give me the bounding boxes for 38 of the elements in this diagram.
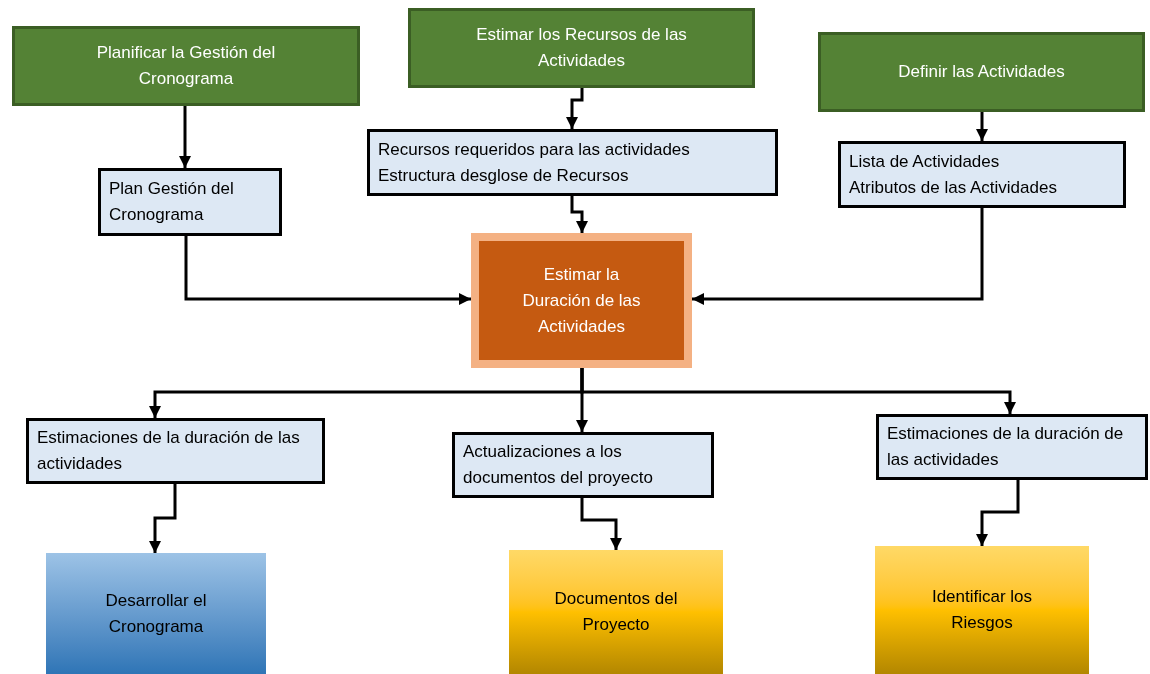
document-box [452,432,714,498]
arrow [184,236,471,305]
arrow [976,480,1020,546]
arrow [566,88,584,129]
arrow [570,196,588,233]
arrow [179,106,191,168]
box-text: Atributos de las Actividades [849,176,1057,199]
document-box [367,129,778,196]
box-text: Desarrollar el Cronograma [104,589,208,638]
output-process-box [875,546,1089,674]
box-text: Plan Gestión del Cronograma [109,178,235,226]
arrow [149,484,177,553]
central-process-box [471,233,692,368]
output-process-box [46,553,266,674]
box-text: Estructura desglose de Recursos [378,164,629,187]
arrow [580,368,1016,414]
arrow [692,208,984,305]
box-text: Actualizaciones a los documentos del proyecto [463,441,654,489]
box-text: Recursos requeridos para las actividades [378,138,690,161]
box-text: Documentos del Proyecto [553,588,679,636]
arrow [976,112,988,141]
arrow [580,498,622,550]
box-text: Estimaciones de la duración de las actividades [37,427,301,475]
process-box [408,8,755,88]
box-text: Definir las Actividades [898,61,1065,83]
process-box [12,26,360,106]
process-box [818,32,1145,112]
box-text: Estimaciones de la duración de las actividades [887,423,1125,471]
document-box [26,418,325,484]
box-text: Planificar la Gestión del Cronograma [95,42,277,90]
document-box [876,414,1148,480]
output-process-box [509,550,723,674]
box-text: Identificar los Riesgos [930,586,1034,634]
box-text: Estimar la Duración de las Actividades [521,263,642,338]
box-text: Lista de Actividades [849,150,1000,173]
box-text: Estimar los Recursos de las Actividades [475,24,688,72]
document-box [98,168,282,236]
document-box [838,141,1126,208]
